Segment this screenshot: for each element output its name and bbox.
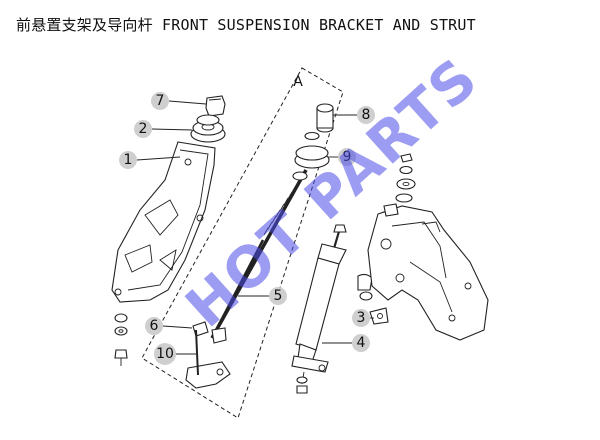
svg-text:2: 2 (139, 121, 148, 137)
svg-text:5: 5 (274, 288, 283, 304)
strut-rod (192, 169, 308, 344)
strut-sleeve (316, 103, 334, 133)
callout-4: 4 (322, 334, 370, 352)
callout-3: 3 (352, 309, 374, 327)
group-a-frame (141, 67, 344, 419)
callout-7: 7 (151, 92, 207, 110)
shock-absorber (291, 224, 347, 394)
clip-bracket (357, 273, 389, 325)
callout-2: 2 (134, 120, 193, 138)
svg-text:7: 7 (156, 93, 165, 109)
group-a-label: A (293, 74, 303, 90)
svg-text:8: 8 (362, 107, 371, 123)
strut-cushion (292, 131, 330, 181)
callout-1: 1 (119, 151, 181, 169)
frame-mount-bracket (367, 205, 489, 341)
bracket-cushion (190, 114, 226, 143)
callout-6: 6 (145, 317, 193, 335)
svg-text:3: 3 (357, 310, 366, 326)
bracket-lower-hardware (114, 313, 128, 366)
callout-9: 9 (328, 148, 356, 166)
bracket-top-nut (205, 95, 226, 117)
strut-lower-bracket (185, 329, 231, 389)
svg-text:4: 4 (357, 335, 366, 351)
svg-text:10: 10 (156, 346, 174, 362)
frame-mount-hardware (383, 153, 416, 217)
diagram-title: 前悬置支架及导向杆 FRONT SUSPENSION BRACKET AND S… (16, 16, 476, 34)
callout-10: 10 (154, 343, 196, 365)
callout-5: 5 (238, 287, 287, 305)
callout-8: 8 (333, 106, 375, 124)
svg-text:6: 6 (150, 318, 159, 334)
svg-text:9: 9 (343, 149, 352, 165)
front-suspension-bracket (111, 141, 216, 303)
svg-text:1: 1 (124, 152, 133, 168)
